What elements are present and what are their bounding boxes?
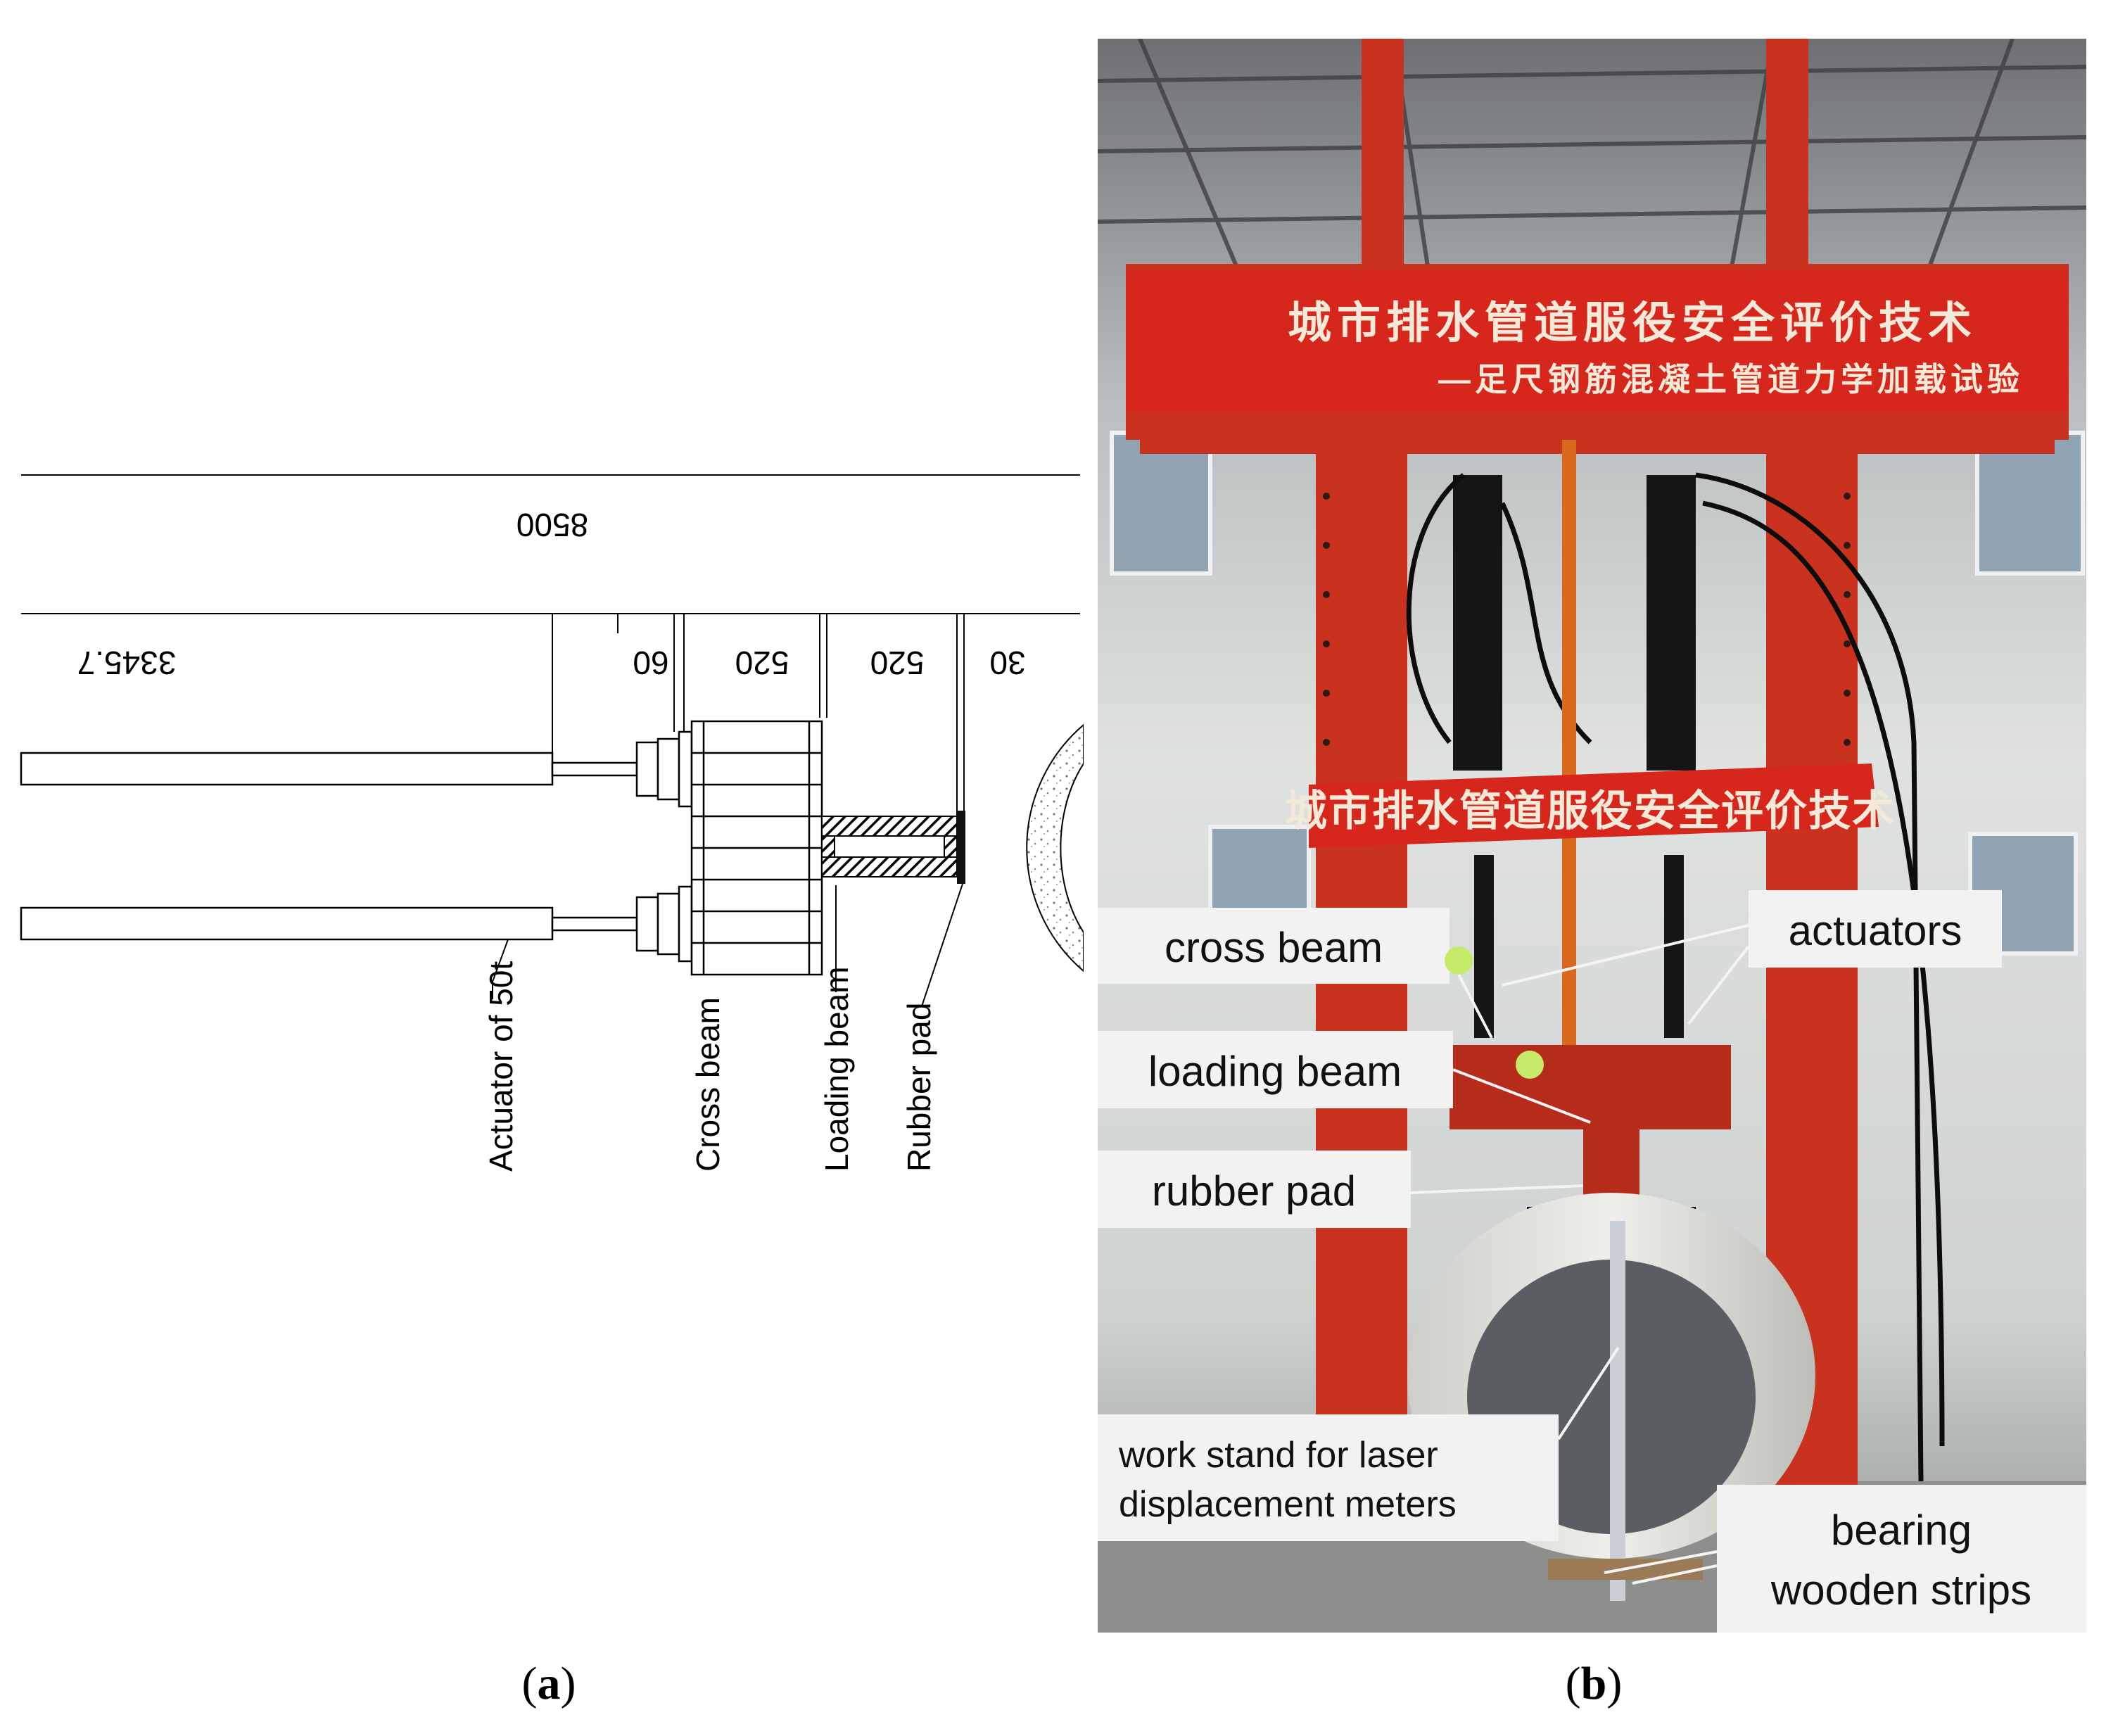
label-cross-beam-box: cross beam: [1098, 908, 1450, 984]
top-banner-line1: 城市排水管道服役安全评价技术: [1288, 299, 1977, 348]
panel-b-photo: 城市排水管道服役安全评价技术 —足尺钢筋混凝土管道力学加载试验 城市排水管道服役…: [1097, 37, 2087, 1633]
actuator-cylinders: [1453, 475, 1696, 1038]
column-bolts: [1323, 493, 1851, 746]
label-loading-beam-a: Loading beam: [818, 966, 855, 1172]
loading-beam-drawing: [821, 816, 958, 877]
mid-banner: [1309, 764, 1879, 848]
actuator-lower: [20, 885, 693, 963]
dim-60-text: 60: [633, 645, 668, 681]
marker-cross-beam: [1445, 946, 1473, 975]
label-rubber-pad-a: Rubber pad: [901, 1003, 937, 1172]
leader-lines: [492, 883, 963, 1007]
pipe-ring-drawing: [1026, 723, 1084, 973]
orange-sling: [1562, 440, 1576, 1045]
label-cross-beam-b: cross beam: [1165, 924, 1383, 971]
cross-beam-drawing: [690, 720, 823, 976]
label-cross-beam-a: Cross beam: [690, 997, 726, 1172]
label-bearing-2: wooden strips: [1770, 1566, 2031, 1614]
work-stand-post: [1610, 1221, 1625, 1601]
dim-520a-text: 520: [735, 645, 789, 681]
mid-banner-text: 城市排水管道服役安全评价技术: [1285, 787, 1896, 835]
label-actuators-b: actuators: [1789, 907, 1962, 954]
caption-b: (b): [1565, 1658, 1623, 1709]
marker-loading-beam: [1516, 1051, 1544, 1079]
photo-leader-lines: [1410, 924, 1750, 1585]
dim-left-span-text: 3345.7: [77, 645, 177, 681]
label-work-stand-1: work stand for laser: [1118, 1435, 1438, 1476]
top-banner: [1126, 271, 2069, 412]
label-loading-beam-box: loading beam: [1098, 1031, 1453, 1108]
label-actuator-50t: Actuator of 50t: [483, 961, 519, 1172]
label-bearing-box: bearing wooden strips: [1717, 1485, 2086, 1633]
dim-30-text: 30: [989, 645, 1025, 681]
label-work-stand-box: work stand for laser displacement meters: [1098, 1414, 1559, 1541]
label-bearing-1: bearing: [1831, 1507, 1972, 1554]
extension-lines: [552, 614, 965, 816]
caption-a: (a): [521, 1658, 576, 1709]
top-banner-line2: —足尺钢筋混凝土管道力学加载试验: [1438, 361, 2024, 398]
label-actuators-box: actuators: [1749, 890, 2002, 968]
actuator-upper: [20, 730, 693, 808]
dim-520b-text: 520: [870, 645, 925, 681]
label-rubber-pad-b: rubber pad: [1152, 1167, 1356, 1215]
label-work-stand-2: displacement meters: [1119, 1484, 1457, 1525]
panel-a-drawing: 8500 3345.7 60 520 520 30: [0, 0, 1084, 1633]
label-rubber-pad-box: rubber pad: [1098, 1151, 1411, 1228]
label-loading-beam-b: loading beam: [1148, 1048, 1402, 1095]
rubber-pad-drawing: [957, 811, 965, 884]
dim-total-text: 8500: [516, 507, 588, 543]
